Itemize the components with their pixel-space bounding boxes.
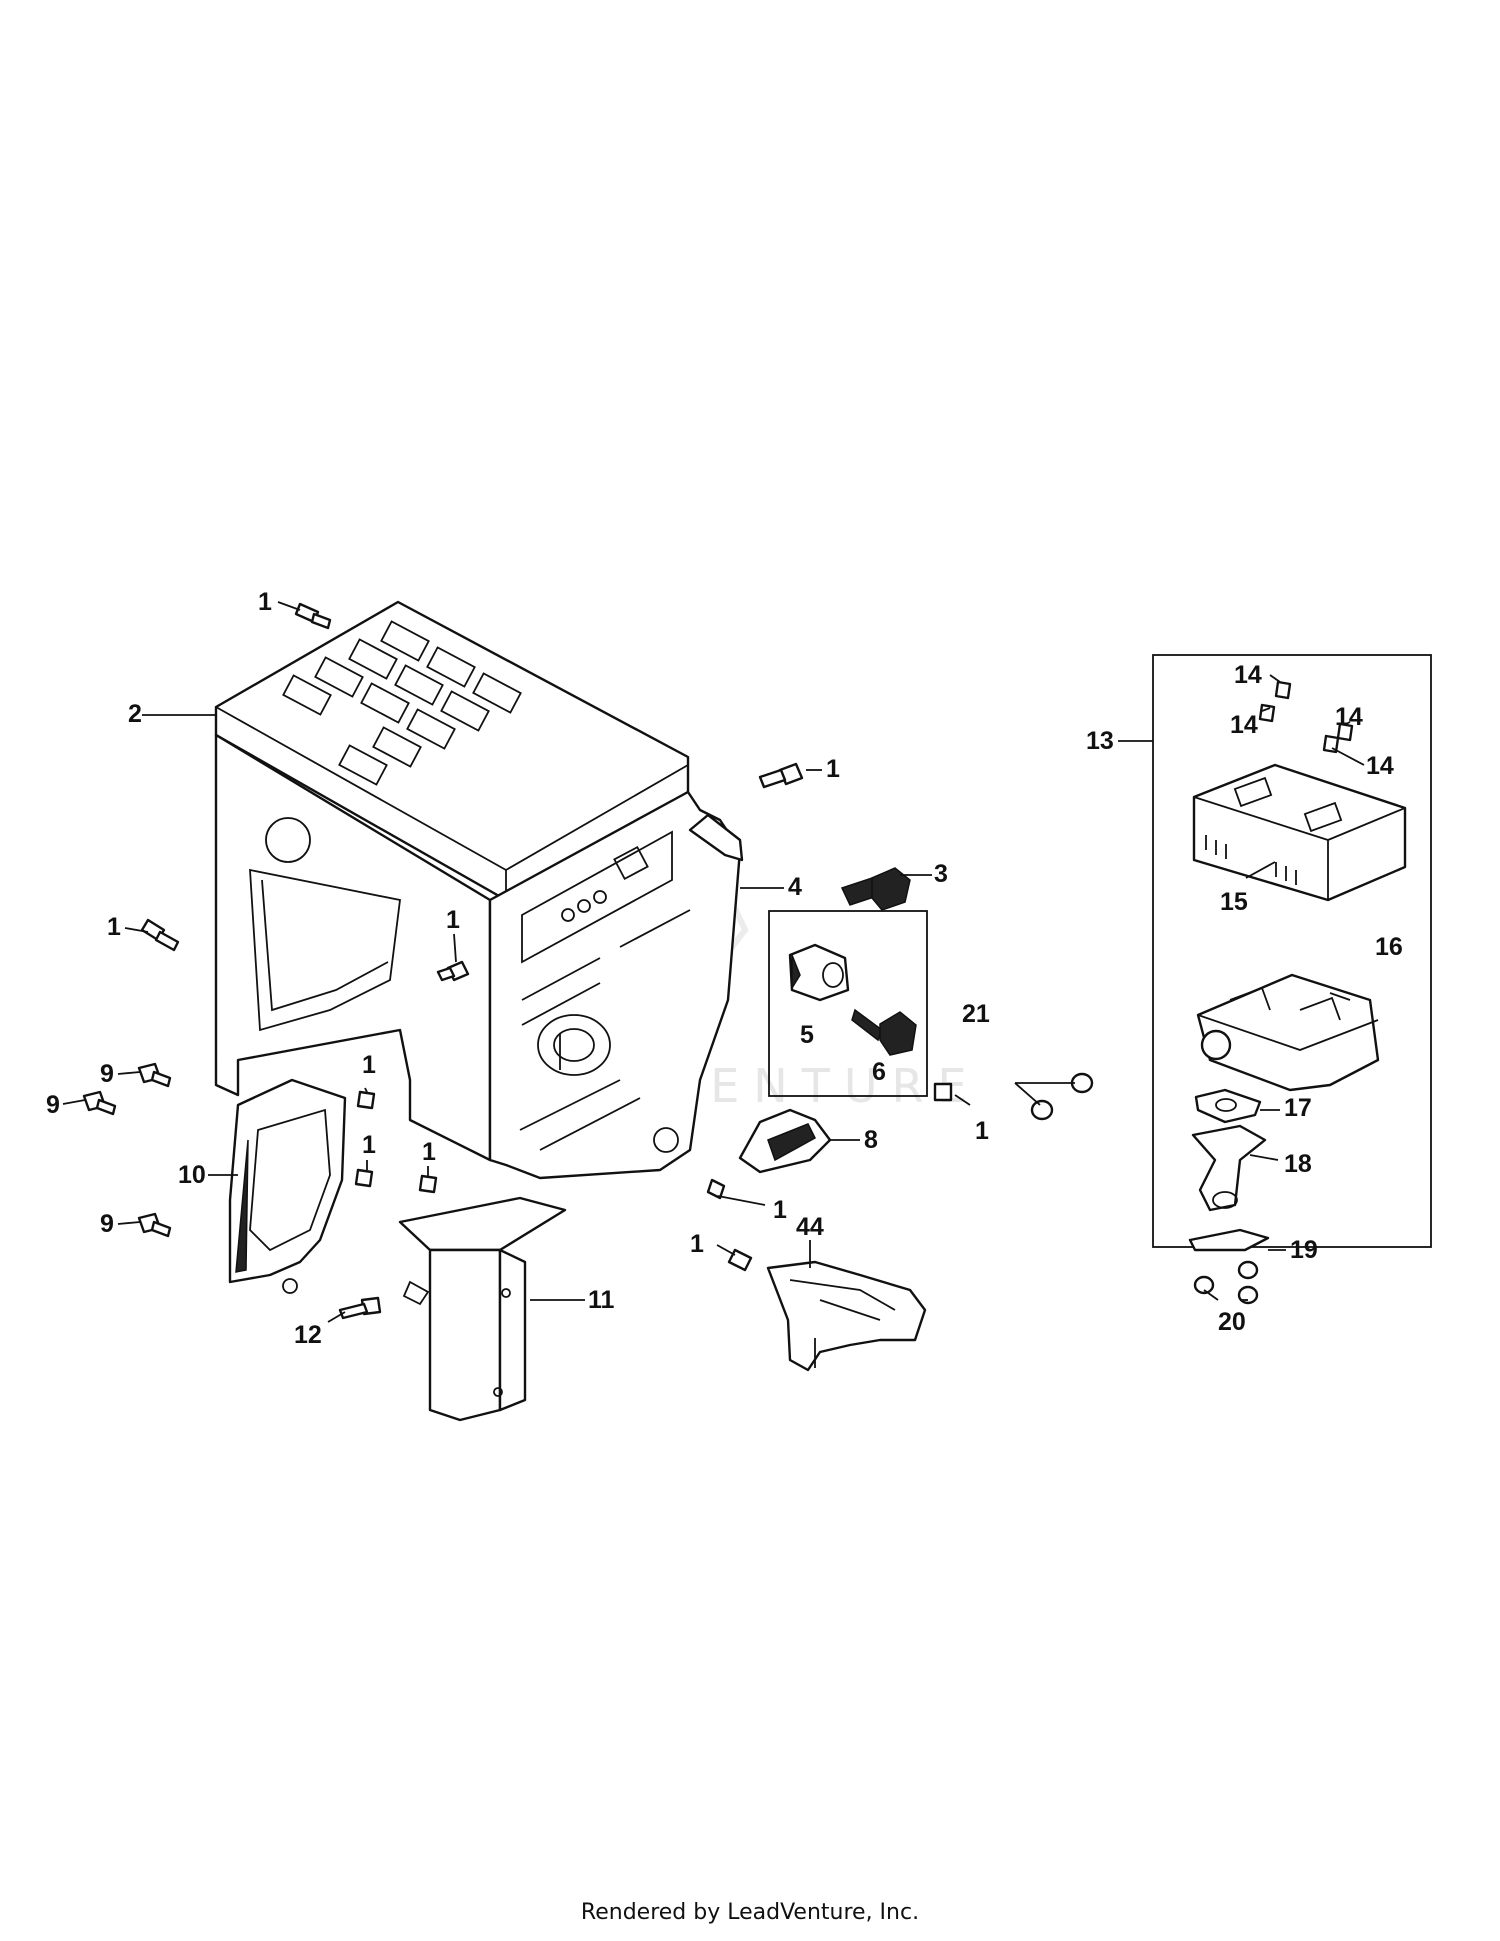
muffler-cover (1192, 763, 1407, 902)
choke-knob (851, 1008, 917, 1056)
callout-1: 1 (107, 913, 121, 941)
callout-1: 1 (826, 755, 840, 783)
callout-19: 19 (1290, 1236, 1318, 1264)
callout-14: 14 (1366, 752, 1394, 780)
callout-9: 9 (46, 1091, 60, 1119)
muffler-body (1196, 973, 1380, 1092)
callout-12: 12 (294, 1321, 322, 1349)
nuts-20 (1193, 1260, 1259, 1305)
lock-plate-19 (1188, 1228, 1270, 1252)
callout-9: 9 (100, 1210, 114, 1238)
bolts (82, 602, 953, 1320)
callout-15: 15 (1220, 888, 1248, 916)
bracket (766, 1260, 927, 1372)
side-shield (228, 1078, 347, 1294)
callout-18: 18 (1284, 1150, 1312, 1178)
callout-14: 14 (1230, 711, 1258, 739)
callout-4: 4 (788, 873, 802, 901)
callout-1: 1 (422, 1138, 436, 1166)
callout-1: 1 (362, 1131, 376, 1159)
callout-21: 21 (962, 1000, 990, 1028)
heat-shield (398, 1196, 567, 1422)
callout-14: 14 (1335, 703, 1363, 731)
switch-inset (768, 910, 928, 1097)
engine-shroud (214, 600, 744, 1180)
callout-16: 16 (1375, 933, 1403, 961)
callout-14: 14 (1234, 661, 1262, 689)
callout-44: 44 (796, 1213, 824, 1241)
screws-14 (1258, 680, 1354, 754)
callout-3: 3 (934, 860, 948, 888)
callout-6: 6 (872, 1058, 886, 1086)
callout-8: 8 (864, 1126, 878, 1154)
callout-20: 20 (1218, 1308, 1246, 1336)
callout-9: 9 (100, 1060, 114, 1088)
callout-1: 1 (258, 588, 272, 616)
callout-13: 13 (1086, 727, 1114, 755)
ignition-key (840, 867, 911, 911)
nuts-21 (1030, 1072, 1094, 1121)
callout-1: 1 (773, 1196, 787, 1224)
vent-grille (282, 620, 522, 786)
callout-10: 10 (178, 1161, 206, 1189)
muffler-inset (1152, 654, 1432, 1305)
primer-bulb (738, 1108, 832, 1174)
leader-lines (62, 601, 1365, 1323)
callout-5: 5 (800, 1021, 814, 1049)
callout-1: 1 (362, 1051, 376, 1079)
gasket-17 (1194, 1088, 1262, 1124)
callout-17: 17 (1284, 1094, 1312, 1122)
callout-2: 2 (128, 700, 142, 728)
callout-1: 1 (690, 1230, 704, 1258)
callout-1: 1 (975, 1117, 989, 1145)
callout-1: 1 (446, 906, 460, 934)
ignition-switch (788, 943, 850, 1002)
callout-11: 11 (588, 1286, 615, 1314)
exhaust-flange-18 (1191, 1124, 1267, 1212)
callout-labels: 1 2 1 4 3 1 1 5 6 21 1 1 1 1 8 1 1 44 9 … (46, 588, 1403, 1349)
footer-credit: Rendered by LeadVenture, Inc. (580, 1900, 920, 1925)
